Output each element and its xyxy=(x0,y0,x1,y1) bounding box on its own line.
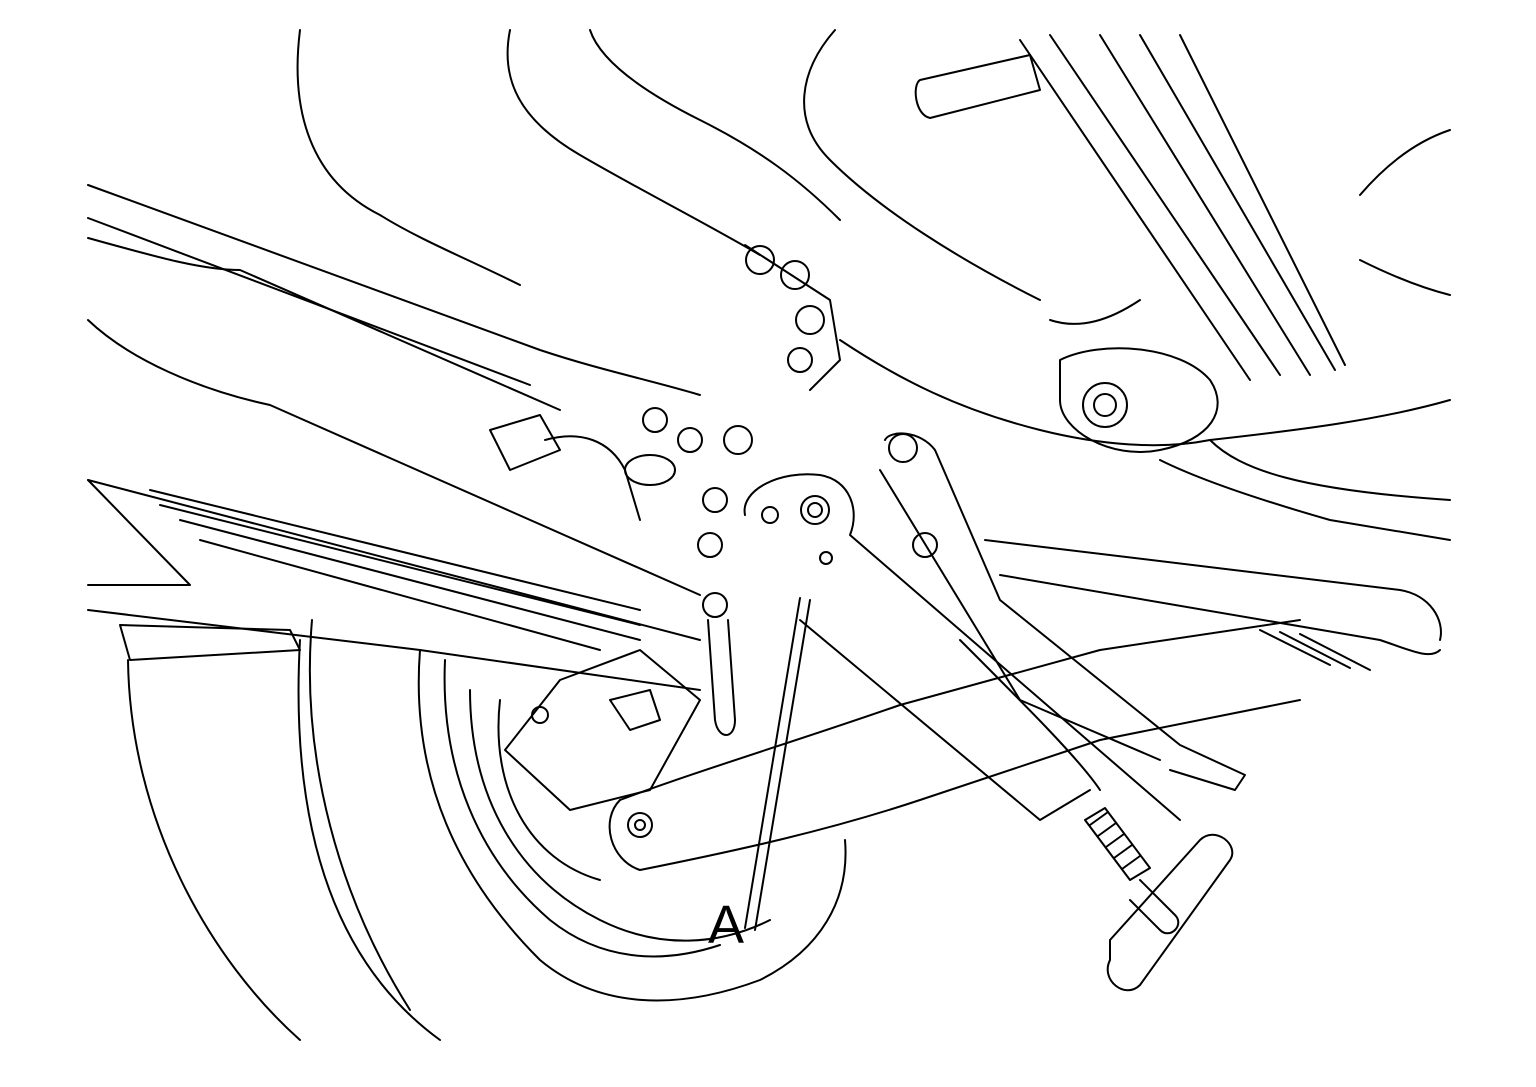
wheel-disc xyxy=(469,689,771,942)
rail-lip xyxy=(87,479,191,586)
knuckle-bracket xyxy=(504,649,701,811)
mount-bushing xyxy=(1059,347,1219,453)
tire-sidewall xyxy=(297,639,441,1041)
arm-lower xyxy=(639,699,1301,871)
mount-outline xyxy=(1059,347,1219,453)
pliers-jaw-upper xyxy=(884,432,1246,791)
chain-link-1 xyxy=(745,245,775,275)
stab-bar-2 xyxy=(544,435,641,521)
chain-link-5 xyxy=(642,407,668,433)
ribbed-panel xyxy=(87,489,701,691)
rail-top xyxy=(87,184,701,396)
body-floor xyxy=(296,29,1451,447)
panel-bottom xyxy=(87,609,701,691)
chain-link-9 xyxy=(697,532,723,558)
chain-strap xyxy=(707,619,736,736)
chain-linkage xyxy=(642,244,841,736)
floor-contour-2 xyxy=(506,29,761,256)
arm-end xyxy=(608,799,641,871)
wheel-assembly xyxy=(127,619,847,1041)
shield-line-4 xyxy=(1139,34,1336,371)
pliers-pivot-4 xyxy=(819,551,833,565)
knuckle-bolt xyxy=(531,706,549,724)
pliers-pivot-3 xyxy=(912,532,938,558)
shield-line-2 xyxy=(1049,34,1281,376)
wheel-rim-inner xyxy=(443,659,721,958)
locking-pliers xyxy=(743,432,1246,992)
floor-right-curve xyxy=(1359,129,1451,196)
adjust-screw xyxy=(1084,807,1151,881)
rib-4 xyxy=(199,539,601,651)
chain-link-2 xyxy=(780,260,810,290)
tire-inner xyxy=(308,619,411,1011)
panel-bottom-2 xyxy=(119,624,301,661)
chain-link-7 xyxy=(723,425,753,455)
screw-thread-5 xyxy=(1121,855,1141,870)
chain-link-8 xyxy=(702,487,728,513)
shield-line-3 xyxy=(1099,34,1311,376)
link-lower xyxy=(999,574,1441,656)
trailing-arm xyxy=(608,619,1301,871)
tire-outer xyxy=(127,659,301,1041)
callout-label-a: A xyxy=(708,895,745,955)
shield-line-5 xyxy=(1179,34,1346,366)
side-rail xyxy=(87,184,701,641)
chain-hook xyxy=(744,244,841,391)
link-ribs xyxy=(1259,629,1371,671)
screw-thread-4 xyxy=(1113,844,1133,859)
stabilizer-bar xyxy=(489,414,676,521)
right-subframe xyxy=(1159,459,1451,541)
mount-bolt xyxy=(1082,382,1128,428)
rail-top-2 xyxy=(87,217,531,386)
pliers-pivot-1 xyxy=(800,495,830,525)
screw-thread-2 xyxy=(1097,822,1117,837)
t-handle xyxy=(1106,833,1234,992)
pliers-lower-arm xyxy=(799,619,1091,821)
rail-lower-2 xyxy=(87,479,701,641)
rib-3 xyxy=(179,519,641,641)
rail-lower xyxy=(87,319,701,596)
pliers-jaw-lower xyxy=(743,473,1181,821)
arm-bolt-inner xyxy=(634,819,646,831)
callout-a-leader xyxy=(754,599,811,931)
pliers-pivot-1-inner xyxy=(807,502,823,518)
shield-line-1 xyxy=(1019,39,1251,381)
chain-link-10 xyxy=(702,592,728,618)
shield-bracket xyxy=(914,54,1041,119)
chain-link-4 xyxy=(787,347,813,373)
floor-contour-4 xyxy=(803,29,1041,301)
right-subframe-2 xyxy=(1209,439,1451,501)
floor-right-curve-2 xyxy=(1359,259,1451,296)
pliers-handle-2 xyxy=(959,639,1101,791)
mount-bolt-inner xyxy=(1093,393,1117,417)
chain-link-3 xyxy=(795,305,825,335)
screw-thread-3 xyxy=(1105,833,1125,848)
lower-link-right xyxy=(984,439,1451,671)
link-upper xyxy=(984,539,1442,641)
pliers-pivot-2 xyxy=(888,433,918,463)
floor-right-curve-3 xyxy=(1049,299,1141,325)
stab-bushing xyxy=(624,454,676,486)
t-handle-stem xyxy=(1129,879,1180,935)
knuckle-pad xyxy=(609,689,661,731)
chain-link-6 xyxy=(677,427,703,453)
pliers-pivot-5 xyxy=(761,506,779,524)
rib-1 xyxy=(149,489,641,611)
arm-upper xyxy=(619,619,1301,801)
stab-bar-1 xyxy=(489,414,561,471)
wheel-hub xyxy=(497,699,601,881)
screw-thread-1 xyxy=(1089,811,1109,826)
knuckle-outline xyxy=(504,649,701,811)
wheel-rim-outer xyxy=(417,649,847,1002)
rib-2 xyxy=(159,504,641,626)
floor-contour-3 xyxy=(589,29,841,221)
callout-a-leader-2 xyxy=(744,597,801,929)
arm-bolt xyxy=(627,812,653,838)
floor-right-edge xyxy=(1209,399,1451,441)
floor-contour-5 xyxy=(839,339,1211,447)
floor-contour-1 xyxy=(296,29,521,286)
heat-shield xyxy=(914,34,1346,381)
rail-inner-1 xyxy=(87,237,561,411)
